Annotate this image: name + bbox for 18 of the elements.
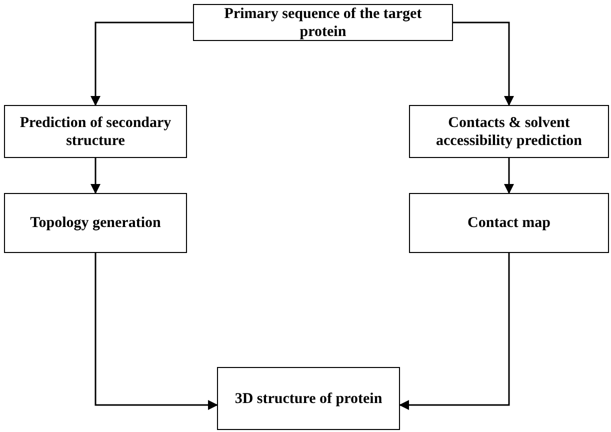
process-box xyxy=(4,105,187,158)
process-box xyxy=(217,367,400,430)
arrow xyxy=(90,22,193,106)
arrow xyxy=(399,253,510,410)
process-box xyxy=(193,4,453,41)
box-label: Contacts & solvent accessibility prediction xyxy=(435,114,583,150)
box-label: 3D structure of protein xyxy=(234,390,382,408)
arrow xyxy=(94,253,218,410)
box-label: Contact map xyxy=(468,214,550,232)
process-box xyxy=(409,105,609,158)
box-label: Topology generation xyxy=(30,214,161,232)
box-label: Primary sequence of the target protein xyxy=(223,4,423,40)
process-box xyxy=(4,193,187,253)
box-label: Prediction of secondary structure xyxy=(18,114,172,150)
process-box xyxy=(409,193,609,253)
arrow xyxy=(504,158,514,194)
arrow xyxy=(453,22,514,106)
arrow xyxy=(90,158,100,194)
